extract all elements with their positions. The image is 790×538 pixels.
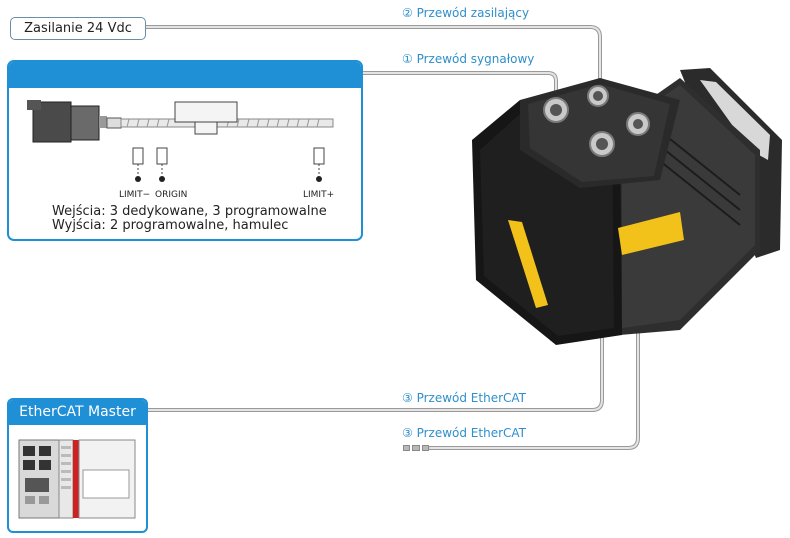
ethercat-cable-label-2: ③ Przewód EtherCAT [402,426,526,440]
sensor-label-origin: ORIGIN [155,190,188,200]
sensor-label-limit-plus: LIMIT+ [303,190,335,200]
power-supply-label: Zasilanie 24 Vdc [24,21,132,36]
power-cable-label: ② Przewód zasilający [402,6,530,20]
cable-end-connector [403,445,429,451]
motor-label-sticker [508,220,548,308]
ethercat-master-title: EtherCAT Master [9,400,146,425]
plc-controller-image [18,439,136,519]
sensor-label-limit-minus: LIMIT− [119,190,151,200]
linear-stage-drawing [27,100,334,182]
ethercat-master-panel: EtherCAT Master [7,398,148,533]
servo-motor [472,68,782,345]
io-outputs-text: Wyjścia: 2 programowalne, hamulec [52,218,289,233]
signal-cable [357,71,558,102]
io-panel: LIMIT− ORIGIN LIMIT+ Wejścia: 3 dedykowa… [7,60,363,241]
ethercat-cable-label-1: ③ Przewód EtherCAT [402,391,526,405]
io-panel-header [9,62,361,88]
power-supply-box: Zasilanie 24 Vdc [10,17,146,40]
signal-cable-label: ① Przewód sygnałowy [402,52,535,66]
io-inputs-text: Wejścia: 3 dedykowane, 3 programowalne [52,204,327,219]
